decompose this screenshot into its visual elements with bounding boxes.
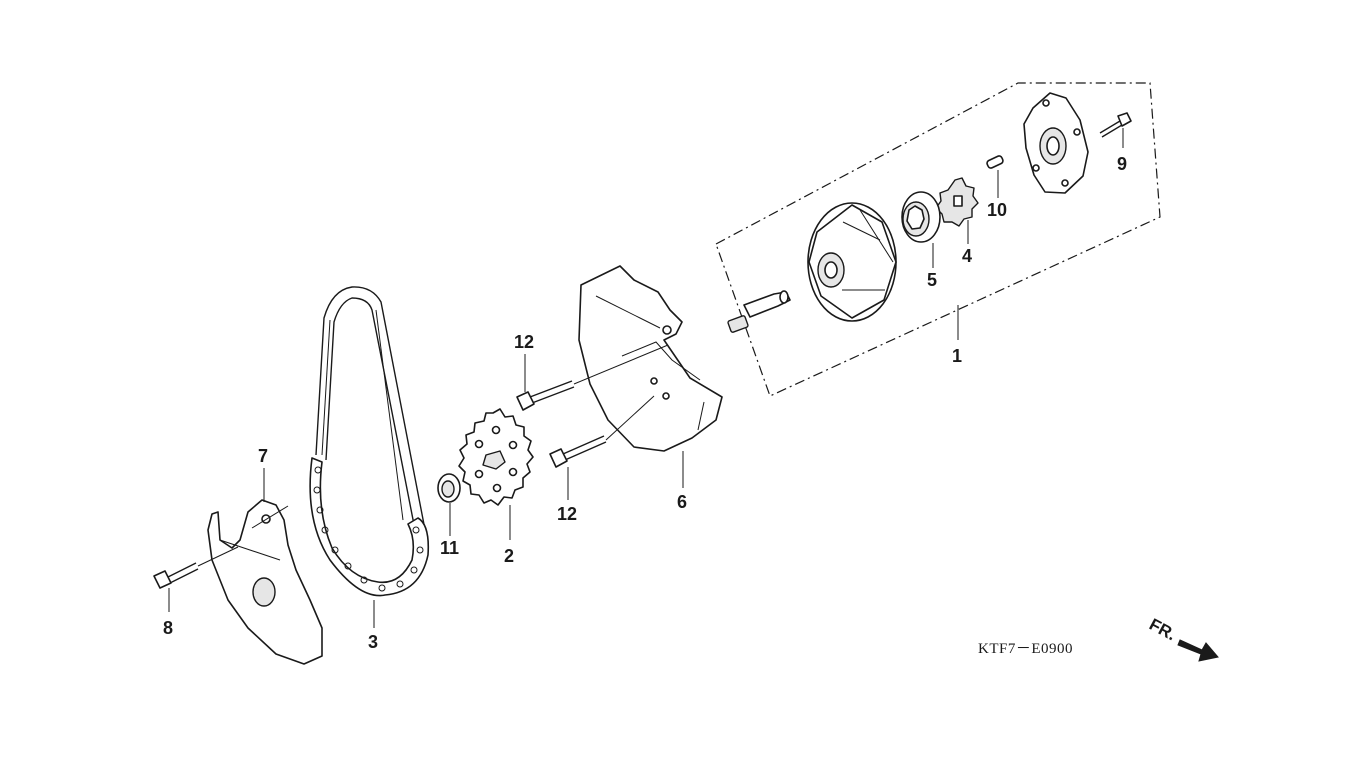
assembly-dashed-boundary: [715, 82, 1161, 397]
bolt-12-lower: [549, 395, 655, 468]
outer-rotor-5: [901, 191, 941, 243]
front-arrow-icon: [1177, 639, 1219, 662]
callout-3: 3: [368, 632, 378, 652]
callout-12-upper: 12: [514, 332, 534, 352]
callout-5: 5: [927, 270, 937, 290]
diagram-code: KTF7－E0900: [978, 641, 1073, 657]
collar-11: [437, 473, 461, 503]
front-direction-indicator: FR.: [1146, 615, 1219, 662]
sprocket-cover-6: [578, 265, 723, 452]
bolt-9: [1099, 112, 1132, 138]
callout-7: 7: [258, 446, 268, 466]
pump-cover: [1023, 92, 1089, 194]
inner-rotor-4: [935, 177, 979, 227]
pump-shaft: [727, 290, 791, 333]
oil-pump-assembly-group: [715, 82, 1161, 397]
callout-10: 10: [987, 200, 1007, 220]
leader-lines: [168, 128, 1124, 628]
front-direction-label: FR.: [1146, 615, 1179, 645]
drive-sprocket-2: [458, 408, 534, 506]
callout-6: 6: [677, 492, 687, 512]
callout-4: 4: [962, 246, 972, 266]
callout-9: 9: [1117, 154, 1127, 174]
callout-2: 2: [504, 546, 514, 566]
callout-8: 8: [163, 618, 173, 638]
callout-labels: 1 2 3 4 5 6 7 8 9 10 11 12 12: [163, 154, 1127, 652]
pump-body: [807, 202, 897, 322]
callout-12-lower: 12: [557, 504, 577, 524]
bolt-12-upper: [516, 344, 669, 411]
dowel-pin-10: [986, 155, 1004, 169]
drive-chain-3: [309, 286, 430, 597]
callout-11: 11: [440, 538, 459, 558]
callout-1: 1: [952, 346, 962, 366]
bolt-8: [153, 546, 239, 589]
chain-guide-plate-7: [207, 499, 323, 665]
